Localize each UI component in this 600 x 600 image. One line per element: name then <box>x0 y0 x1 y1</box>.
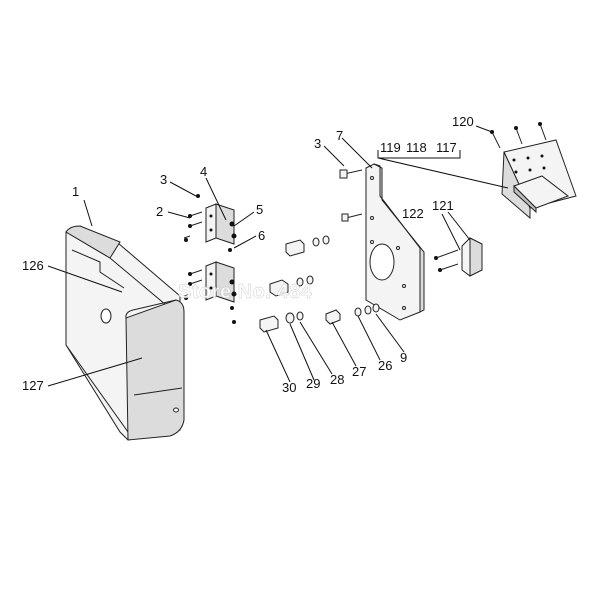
screw-set-left <box>183 194 203 300</box>
label-part-3-left: 3 <box>160 172 167 187</box>
part-labels: 1 126 127 2 3 4 5 6 3 7 119 118 117 120 … <box>22 114 474 395</box>
label-part-28: 28 <box>330 372 344 387</box>
label-part-3-right: 3 <box>314 136 321 151</box>
label-part-118: 118 <box>406 140 427 155</box>
label-part-27: 27 <box>352 364 366 379</box>
label-part-9: 9 <box>400 350 407 365</box>
label-part-119: 119 <box>380 140 401 155</box>
nut-set-right <box>228 221 237 324</box>
label-part-4: 4 <box>200 164 207 179</box>
label-part-26: 26 <box>378 358 392 373</box>
label-part-121: 121 <box>432 198 454 213</box>
leader-lines <box>47 125 509 387</box>
label-part-120: 120 <box>452 114 474 129</box>
label-part-126: 126 <box>22 258 44 273</box>
belt-guard-cover <box>65 225 185 441</box>
label-part-7: 7 <box>336 128 343 143</box>
label-part-2: 2 <box>156 204 163 219</box>
store-watermark: Store No. 484 <box>178 281 313 303</box>
bracket-assembly-left <box>183 194 237 324</box>
label-part-30: 30 <box>282 380 296 395</box>
label-part-1: 1 <box>72 184 79 199</box>
plate-center-hole <box>369 243 395 281</box>
label-part-29: 29 <box>306 376 320 391</box>
upper-tray-assembly <box>490 122 577 220</box>
label-part-5: 5 <box>256 202 263 217</box>
motor-mount-plate <box>339 163 425 321</box>
stop-block <box>434 237 483 277</box>
bolt-washer-set <box>259 235 380 333</box>
label-part-127: 127 <box>22 378 44 393</box>
label-part-6: 6 <box>258 228 265 243</box>
label-part-122: 122 <box>402 206 424 221</box>
label-part-117: 117 <box>436 140 457 155</box>
cover-hole <box>100 308 112 324</box>
